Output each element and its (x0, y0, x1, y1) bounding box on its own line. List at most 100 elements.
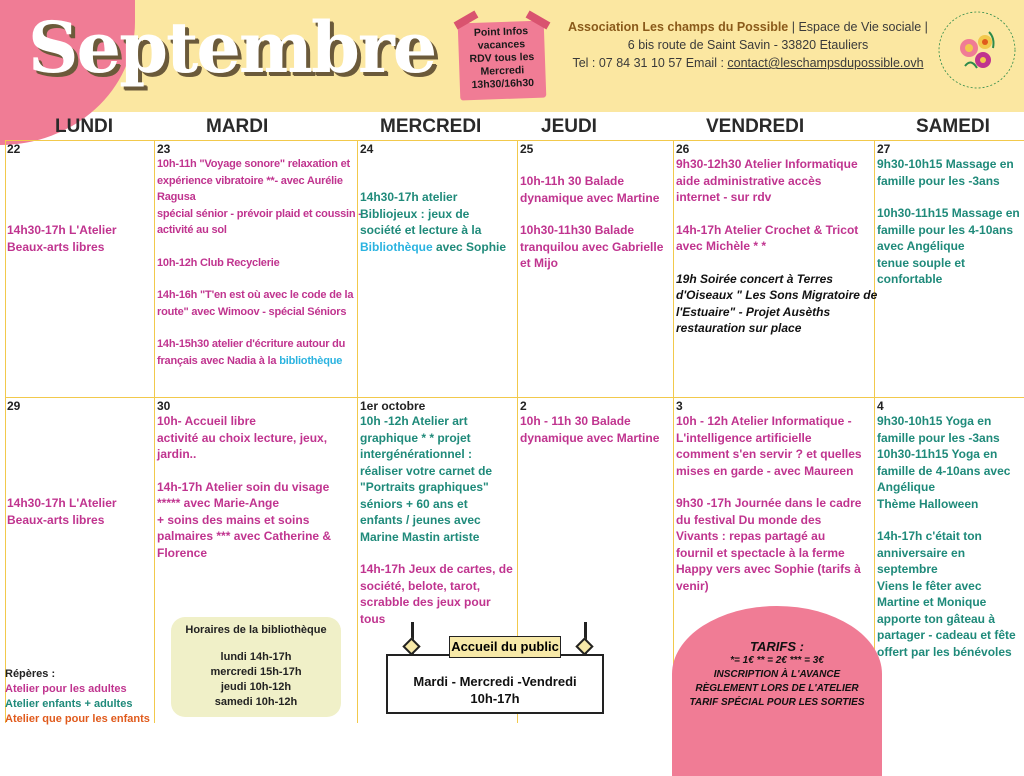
event-line: 10h-11h "Voyage sonore" relaxation et (157, 158, 350, 170)
event-samedi-27: 9h30-10h15 Massage en famille pour les -… (877, 156, 1020, 288)
event-line: Viens le fêter avec (877, 578, 982, 593)
grid-line (874, 140, 875, 723)
tarifs-line: TARIF SPÉCIAL POUR LES SORTIES (689, 697, 865, 708)
event-line: comment s'en servir ? et quelles (676, 447, 862, 461)
event-line: 14h-17h c'était ton (877, 529, 982, 543)
grid-line (357, 140, 358, 723)
event-mercredi-1oct: 10h -12h Atelier art graphique * * proje… (360, 413, 513, 627)
event-line: septembre (877, 562, 938, 576)
library-hours-line: mercredi 15h-17h (210, 666, 302, 678)
event-line: 19h Soirée concert à Terres (676, 271, 833, 286)
event-line: Marine Mastin artiste (360, 529, 480, 544)
event-line: fournil et spectacle à la ferme (676, 545, 845, 560)
event-line: famille pour les -3ans (877, 173, 1000, 188)
event-line: 14h-17h Jeux de cartes, de (360, 562, 513, 576)
event-line: Florence (157, 545, 208, 560)
logo (935, 8, 1019, 92)
bibliotheque-link: bibliothèque (279, 354, 343, 367)
event-line: français avec Nadia à la (157, 354, 280, 367)
event-line: du festival Du monde des (676, 512, 822, 527)
event-line: 10h-12h Club Recyclerie (157, 256, 280, 269)
day-number: 26 (676, 142, 690, 156)
event-line: anniversaire en (877, 545, 966, 560)
event-line: aide administrative accès (676, 173, 822, 188)
event-line: enfants / jeunes avec (360, 513, 481, 527)
library-hours-line: lundi 14h-17h (220, 651, 292, 663)
event-line: internet - sur rdv (676, 190, 772, 204)
day-header-samedi: SAMEDI (916, 116, 990, 137)
event-line: 10h30-11h15 Massage en (877, 206, 1020, 220)
event-line: scrabble des jeux pour (360, 595, 491, 609)
event-line: famille de 4-10ans avec (877, 463, 1011, 478)
event-line: d'Oiseaux " Les Sons Migratoire de (676, 288, 878, 302)
event-jeudi-25: 10h-11h 30 Balade dynamique avec Martine… (520, 173, 663, 272)
event-line: Thème Halloween (877, 496, 979, 511)
event-line: apporte ton gâteau à (877, 611, 996, 626)
point-infos-line: 13h30/16h30 (471, 76, 535, 92)
day-header-lundi: LUNDI (55, 116, 114, 137)
event-line: 10h - 11h 30 Balade (520, 414, 631, 428)
event-line: jardin.. (157, 447, 197, 461)
event-line: L'intelligence artificielle (676, 430, 812, 445)
event-line: spécial sénior - prévoir plaid et coussi… (157, 207, 362, 220)
day-number: 22 (7, 142, 21, 156)
day-number: 24 (360, 142, 374, 156)
event-line: avec Michèle * * (676, 239, 767, 253)
grid-line (5, 140, 1024, 141)
event-line: 9h30-10h15 Yoga en (877, 414, 992, 428)
event-line: 10h - 12h Atelier Informatique - (676, 414, 852, 428)
event-line: 14h30-17h L'Atelier (7, 223, 117, 237)
event-line: 10h30-11h30 Balade (520, 223, 635, 237)
event-line: 14h30-17h L'Atelier (7, 496, 117, 510)
event-line: graphique * * projet (360, 430, 471, 445)
event-vendredi-3: 10h - 12h Atelier Informatique - L'intel… (676, 413, 862, 594)
event-line: avec Sophie (432, 239, 507, 254)
tarifs-prices: *= 1€ ** = 2€ *** = 3€ (730, 655, 824, 666)
logo-flower-icon (938, 11, 1016, 89)
grid-line (5, 397, 1024, 398)
event-line: et Mijo (520, 256, 558, 270)
event-line: intergénérationnel : (360, 447, 473, 461)
event-line: palmaires *** avec Catherine & (157, 529, 332, 543)
diamond-icon (402, 637, 421, 656)
event-line: Bibliojeux : jeux de (360, 206, 470, 221)
event-line: tous (360, 611, 386, 626)
library-hours-line: samedi 10h-12h (214, 696, 298, 708)
event-line: confortable (877, 272, 943, 286)
event-line: offert par les bénévoles (877, 644, 1012, 659)
day-number: 3 (676, 399, 683, 413)
event-line: société, belote, tarot, (360, 578, 481, 593)
library-hours-box: Horaires de la bibliothèque lundi 14h-17… (171, 617, 341, 717)
event-line: 9h30-12h30 Atelier Informatique (676, 157, 858, 171)
event-line: Vivants : repas partagé au (676, 529, 826, 543)
event-line: tranquilou avec Gabrielle (520, 239, 664, 254)
event-line: 14h30-17h atelier (360, 190, 458, 204)
event-mercredi-24: 14h30-17h atelier Bibliojeux : jeux de s… (360, 189, 506, 255)
event-line: 14h-15h30 atelier d'écriture autour du (157, 338, 346, 350)
legend-kids: Atelier que pour les enfants (5, 713, 150, 725)
library-hours-line: jeudi 10h-12h (220, 681, 292, 693)
email-link[interactable]: contact@leschampsdupossible.ovh (727, 56, 924, 70)
reception-time: 10h-17h (470, 691, 520, 706)
event-jeudi-2: 10h - 11h 30 Balade dynamique avec Marti… (520, 413, 659, 446)
event-samedi-4: 9h30-10h15 Yoga en famille pour les -3an… (877, 413, 1016, 660)
event-line: réaliser votre carnet de (360, 463, 493, 478)
event-line: ***** avec Marie-Ange (157, 496, 280, 510)
event-line: restauration sur place (676, 321, 802, 335)
grid-line (673, 140, 674, 723)
day-number: 4 (877, 399, 884, 413)
event-line: Happy vers avec Sophie (tarifs à (676, 562, 861, 576)
event-line: "Portraits graphiques" (360, 480, 489, 494)
day-number: 25 (520, 142, 534, 156)
event-line: 9h30 -17h Journée dans le cadre (676, 496, 862, 510)
event-line: Beaux-arts libres (7, 512, 105, 527)
day-number: 27 (877, 142, 891, 156)
tarifs-box: TARIFS : *= 1€ ** = 2€ *** = 3€ INSCRIPT… (672, 640, 882, 710)
reception-days: Mardi - Mercredi -Vendredi (413, 674, 577, 689)
event-line: 10h- Accueil libre (157, 414, 256, 428)
association-info: Association Les champs du Possible | Esp… (548, 18, 948, 72)
event-line: activité au choix lecture, jeux, (157, 430, 328, 445)
event-line: partager - cadeau et fête (877, 628, 1016, 642)
event-line: mises en garde - avec Maureen (676, 463, 854, 478)
event-line: + soins des mains et soins (157, 512, 310, 527)
